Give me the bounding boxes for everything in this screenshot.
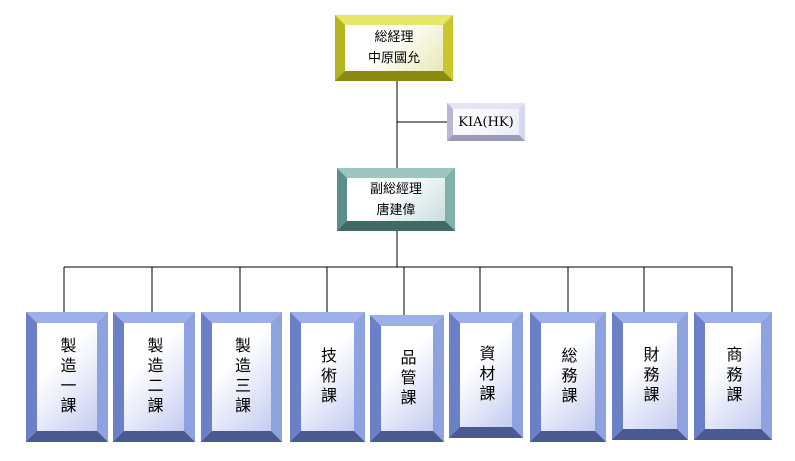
department-box[interactable]: 製造三課 xyxy=(201,312,282,442)
president-name: 中原國允 xyxy=(367,51,420,66)
department-label: 製造三課 xyxy=(232,337,251,417)
department-box[interactable]: 財務課 xyxy=(612,312,688,440)
department-box[interactable]: 資材課 xyxy=(449,312,523,438)
vice-president-box[interactable]: 副総經理 唐建偉 xyxy=(337,168,455,231)
department-box[interactable]: 製造二課 xyxy=(113,312,195,442)
department-label: 品管課 xyxy=(397,348,417,409)
department-label: 商務課 xyxy=(723,346,743,406)
president-title: 総経理 xyxy=(374,30,414,45)
department-label: 製造二課 xyxy=(144,337,164,417)
department-box[interactable]: 技術課 xyxy=(290,312,365,442)
department-box[interactable]: 品管課 xyxy=(370,315,444,442)
vice-president-name: 唐建偉 xyxy=(376,202,416,218)
department-box[interactable]: 総務課 xyxy=(530,312,606,442)
department-box[interactable]: 製造一課 xyxy=(26,312,108,442)
department-label: 資材課 xyxy=(476,345,496,405)
vice-president-title: 副総經理 xyxy=(369,181,422,197)
department-box[interactable]: 商務課 xyxy=(694,312,772,440)
affiliate-label: KIA(HK) xyxy=(458,114,514,130)
president-box[interactable]: 総経理 中原國允 xyxy=(335,15,453,81)
department-label: 製造一課 xyxy=(57,337,77,417)
department-label: 技術課 xyxy=(318,347,337,407)
department-label: 財務課 xyxy=(640,346,660,406)
affiliate-box[interactable]: KIA(HK) xyxy=(447,103,525,141)
department-label: 総務課 xyxy=(558,347,578,407)
